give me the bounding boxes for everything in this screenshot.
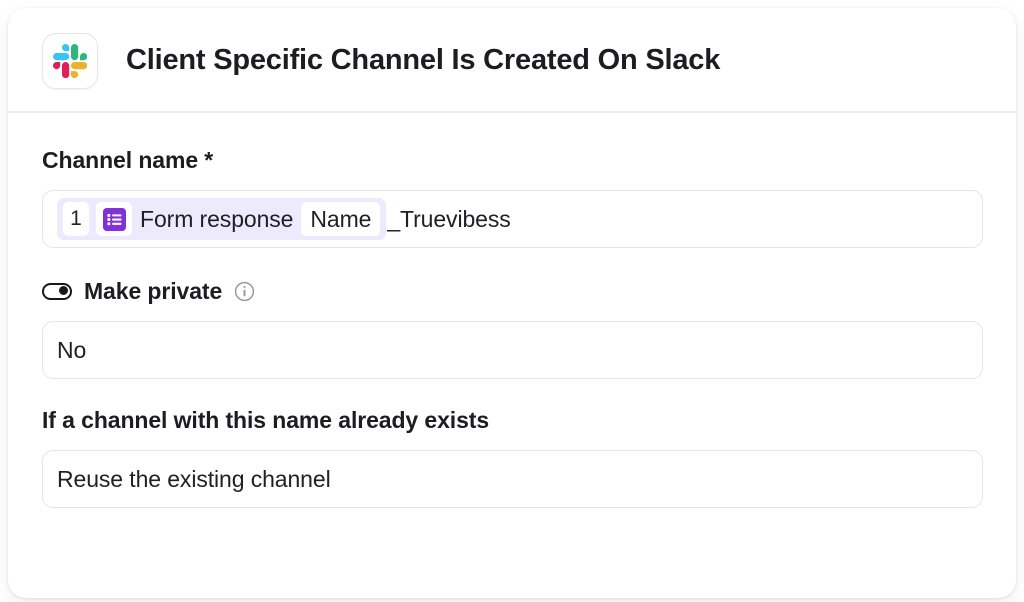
card-body: Channel name * 1 — [8, 113, 1016, 538]
header-divider — [8, 111, 1016, 113]
token-field-label: Name — [301, 202, 381, 236]
channel-name-input[interactable]: 1 Form response Name — [42, 190, 983, 248]
token-step-index: 1 — [63, 202, 89, 236]
card-header: Client Specific Channel Is Created On Sl… — [8, 8, 1016, 113]
make-private-value: No — [57, 336, 87, 363]
channel-name-suffix-text: _Truevibess — [387, 205, 511, 232]
make-private-label-row: Make private — [42, 278, 982, 305]
existing-channel-select[interactable]: Reuse the existing channel — [42, 450, 983, 508]
channel-name-label: Channel name * — [42, 147, 214, 173]
action-config-card: Client Specific Channel Is Created On Sl… — [8, 8, 1016, 598]
toggle-switch-icon — [42, 283, 72, 300]
token-source-label: Form response — [140, 205, 294, 232]
existing-channel-value: Reuse the existing channel — [57, 465, 331, 492]
existing-channel-label: If a channel with this name already exis… — [42, 407, 490, 433]
google-forms-icon — [96, 202, 132, 236]
info-circle-icon[interactable] — [234, 281, 255, 302]
variable-token[interactable]: 1 Form response Name — [57, 198, 387, 240]
slack-icon — [42, 32, 98, 89]
page-title: Client Specific Channel Is Created On Sl… — [126, 44, 721, 76]
make-private-select[interactable]: No — [42, 321, 983, 379]
make-private-label: Make private — [84, 278, 223, 304]
